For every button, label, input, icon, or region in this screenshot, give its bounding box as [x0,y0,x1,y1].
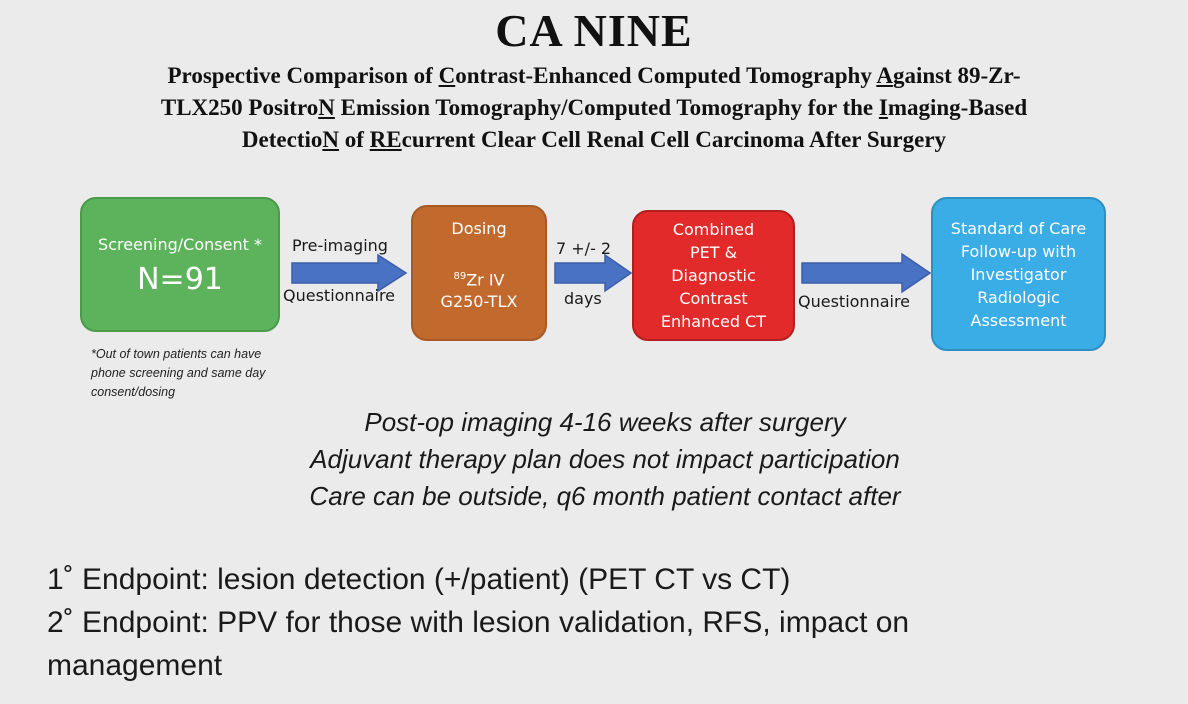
arrow-screening-to-dosing [291,253,408,293]
standard-of-care-box: Standard of Care Follow-up with Investig… [931,197,1106,351]
enrollment-count: N=91 [137,261,223,297]
arrow3-bottom-label: Questionnaire [798,292,911,311]
screening-label: Screening/Consent * [98,234,262,254]
subtitle-line-3: DetectioN of REcurrent Clear Cell Renal … [241,127,947,152]
arrow1-bottom-label: Questionnaire [283,286,396,305]
subtitle-line-2: TLX250 PositroN Emission Tomography/Comp… [160,95,1028,120]
subtitle-line-1: Prospective Comparison of Contrast-Enhan… [167,63,1021,88]
note-care-outside: Care can be outside, q6 month patient co… [309,481,901,511]
secondary-endpoint-line-1: 2˚ Endpoint: PPV for those with lesion v… [47,606,910,639]
arrow-combined-to-standard [801,252,932,294]
slide-title: CA NINE [495,5,693,56]
study-subtitle: Prospective Comparison of Contrast-Enhan… [60,60,1128,156]
dosing-box: Dosing 89Zr IV G250-TLX [411,205,547,341]
arrow2-bottom-label: days [564,289,602,308]
arrow-dosing-to-combined [554,253,633,293]
dosing-title: Dosing [451,219,507,238]
arrow2-top-label: 7 +/- 2 [556,239,612,258]
combined-pet-ct-box: Combined PET & Diagnostic Contrast Enhan… [632,210,795,341]
screening-consent-box: Screening/Consent * N=91 [80,197,280,332]
footnote: *Out of town patients can have phone scr… [91,347,266,399]
note-postop-imaging: Post-op imaging 4-16 weeks after surgery [364,407,846,437]
arrow1-top-label: Pre-imaging [292,236,388,255]
study-notes: Post-op imaging 4-16 weeks after surgery… [0,404,1188,515]
dosing-agent: 89Zr IV G250-TLX [440,270,518,312]
note-adjuvant-therapy: Adjuvant therapy plan does not impact pa… [310,444,900,474]
primary-endpoint: 1˚ Endpoint: lesion detection (+/patient… [47,563,791,596]
endpoints: 1˚ Endpoint: lesion detection (+/patient… [47,558,1157,687]
secondary-endpoint-line-2: management [47,649,223,682]
